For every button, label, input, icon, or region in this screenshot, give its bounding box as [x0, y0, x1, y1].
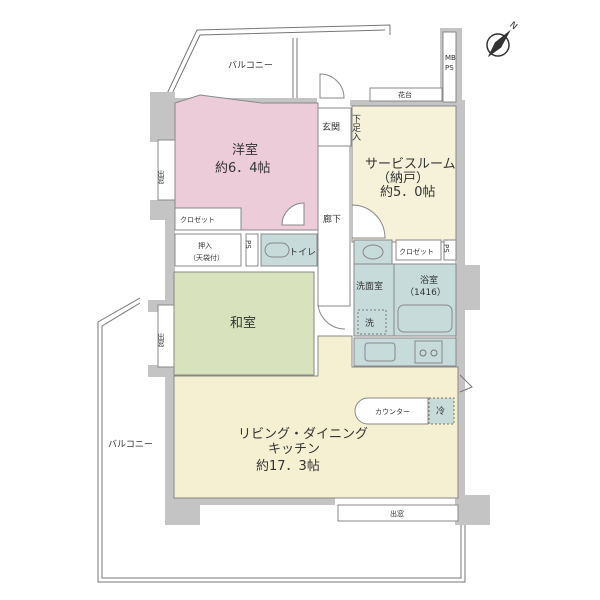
bay-window-left-bottom-label: 出窓	[157, 332, 165, 347]
western-room-name: 洋室	[232, 142, 258, 158]
western-room-door[interactable]	[281, 202, 305, 226]
closet-1-label: クロゼット	[180, 215, 215, 224]
counter-label: カウンター	[375, 407, 410, 416]
svg-text:N: N	[507, 20, 519, 32]
toilet-label: トイレ	[289, 248, 316, 258]
ldk-size: 約17．3帖	[256, 459, 320, 474]
japanese-room[interactable]	[173, 271, 315, 376]
toilet-icon	[264, 242, 290, 258]
mb-ps-shaft	[442, 31, 457, 103]
bay-window-bottom	[337, 504, 459, 522]
service-room-size: 約5．0帖	[380, 185, 436, 200]
ldk[interactable]	[173, 335, 459, 499]
counter	[354, 397, 429, 425]
bay-window-bottom-label: 出窓	[390, 509, 404, 518]
service-door[interactable]	[459, 374, 473, 393]
entrance[interactable]	[317, 107, 352, 147]
bathroom[interactable]	[393, 263, 457, 337]
bay-window-left-top	[157, 139, 176, 201]
japanese-room-door[interactable]	[317, 301, 346, 330]
flower-bed	[369, 87, 443, 102]
fridge-label: 冷	[436, 405, 445, 417]
closet-2-label: クロゼット	[399, 247, 434, 256]
kitchen-counter	[353, 337, 457, 367]
ps-2-label: PS	[442, 244, 450, 253]
sink-icon	[364, 342, 396, 362]
service-room-name: サービスルーム	[365, 157, 456, 172]
left-balcony-outline	[97, 297, 466, 583]
bathtub-icon	[397, 304, 453, 333]
basin-icon	[362, 244, 384, 260]
bathroom-size-label: （1416）	[405, 287, 446, 298]
hallway[interactable]	[317, 145, 351, 307]
top-balcony-outline	[164, 24, 391, 99]
bay-window-left-top-label: 出窓	[157, 169, 165, 184]
washer-space	[357, 309, 387, 335]
washer-label: 洗	[365, 317, 374, 329]
closet-1[interactable]	[174, 207, 242, 231]
flower-bed-label: 花台	[398, 90, 412, 99]
north-arrow-icon: N	[486, 20, 519, 58]
entrance-label: 玄関	[322, 121, 340, 133]
washroom-label: 洗面室	[356, 280, 383, 292]
oshiire-sub-label: （天袋付）	[189, 253, 224, 262]
bay-window-left-bottom	[157, 304, 175, 368]
oshiire[interactable]	[174, 233, 242, 267]
washroom[interactable]	[353, 263, 395, 337]
ldk-name-2: キッチン	[268, 442, 320, 457]
western-room-size: 約6．4帖	[215, 161, 271, 176]
shoe-storage-label: 下足入	[350, 114, 361, 141]
bathroom-label: 浴室	[420, 274, 438, 286]
japanese-room-label: 和室	[230, 315, 256, 331]
ps-1-label: PS	[244, 240, 252, 249]
service-room-door[interactable]	[351, 204, 386, 239]
hallway-label: 廊下	[323, 213, 341, 225]
mb-label: MB	[445, 54, 456, 62]
stove-icon	[414, 340, 443, 364]
ps-label: PS	[445, 64, 454, 72]
balcony-top-label: バルコニー	[228, 60, 273, 71]
toilet-room[interactable]	[260, 233, 318, 267]
wash-basin	[353, 239, 393, 265]
fridge-space	[428, 397, 455, 425]
service-room-sub: （納戸）	[377, 171, 429, 186]
oshiire-label: 押入	[198, 241, 212, 250]
ldk-name-1: リビング・ダイニング	[238, 427, 368, 442]
ps-2	[443, 239, 457, 261]
balcony-left-label: バルコニー	[108, 439, 153, 450]
front-door[interactable]	[319, 73, 345, 99]
closet-2[interactable]	[395, 239, 442, 261]
ps-1	[245, 233, 259, 267]
